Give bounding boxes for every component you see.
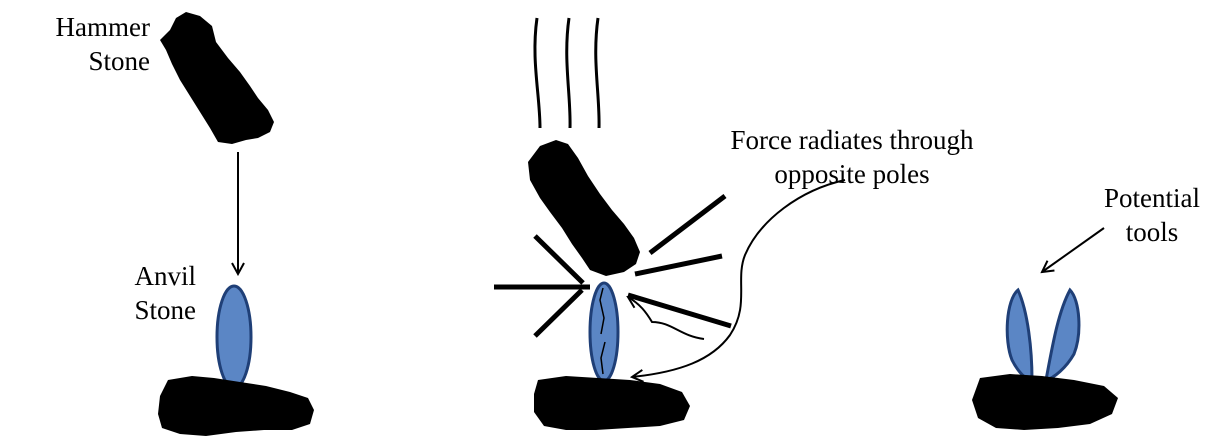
tool-fragment-left <box>1007 290 1032 380</box>
hammer-stone-label-line: Stone <box>56 45 150 79</box>
anvil-stone <box>590 283 618 381</box>
force-radiates-label-line: Force radiates through <box>704 124 1000 158</box>
base-rock <box>534 376 690 430</box>
hammer-stone-label: Hammer Stone <box>56 11 150 79</box>
hammer-stone-silhouette <box>160 12 274 144</box>
potential-tools-label-line: Potential <box>1086 182 1218 216</box>
force-line <box>535 290 582 336</box>
base-rock <box>158 376 314 436</box>
panel-setup <box>158 12 314 436</box>
anvil-stone-label-line: Anvil <box>134 260 196 294</box>
hammer-stone-silhouette <box>528 140 640 276</box>
motion-line <box>535 18 540 128</box>
motion-line <box>596 18 599 128</box>
tool-fragment-right <box>1046 290 1079 380</box>
pole-arrow-upper <box>628 297 704 339</box>
anvil-stone <box>217 286 251 388</box>
hammer-stone-label-line: Hammer <box>56 11 150 45</box>
base-rock <box>972 374 1118 430</box>
anvil-stone-label-line: Stone <box>134 294 196 328</box>
panel-result <box>972 228 1118 430</box>
panel-impact <box>494 18 845 430</box>
potential-tools-label-line: tools <box>1086 216 1218 250</box>
pole-arrow-lower <box>632 180 845 377</box>
force-line <box>650 196 725 253</box>
potential-tools-label: Potential tools <box>1086 182 1218 250</box>
force-radiates-label: Force radiates through opposite poles <box>704 124 1000 192</box>
force-radiates-label-line: opposite poles <box>704 158 1000 192</box>
motion-line <box>567 18 570 128</box>
force-line <box>635 256 722 274</box>
anvil-stone-label: Anvil Stone <box>134 260 196 328</box>
